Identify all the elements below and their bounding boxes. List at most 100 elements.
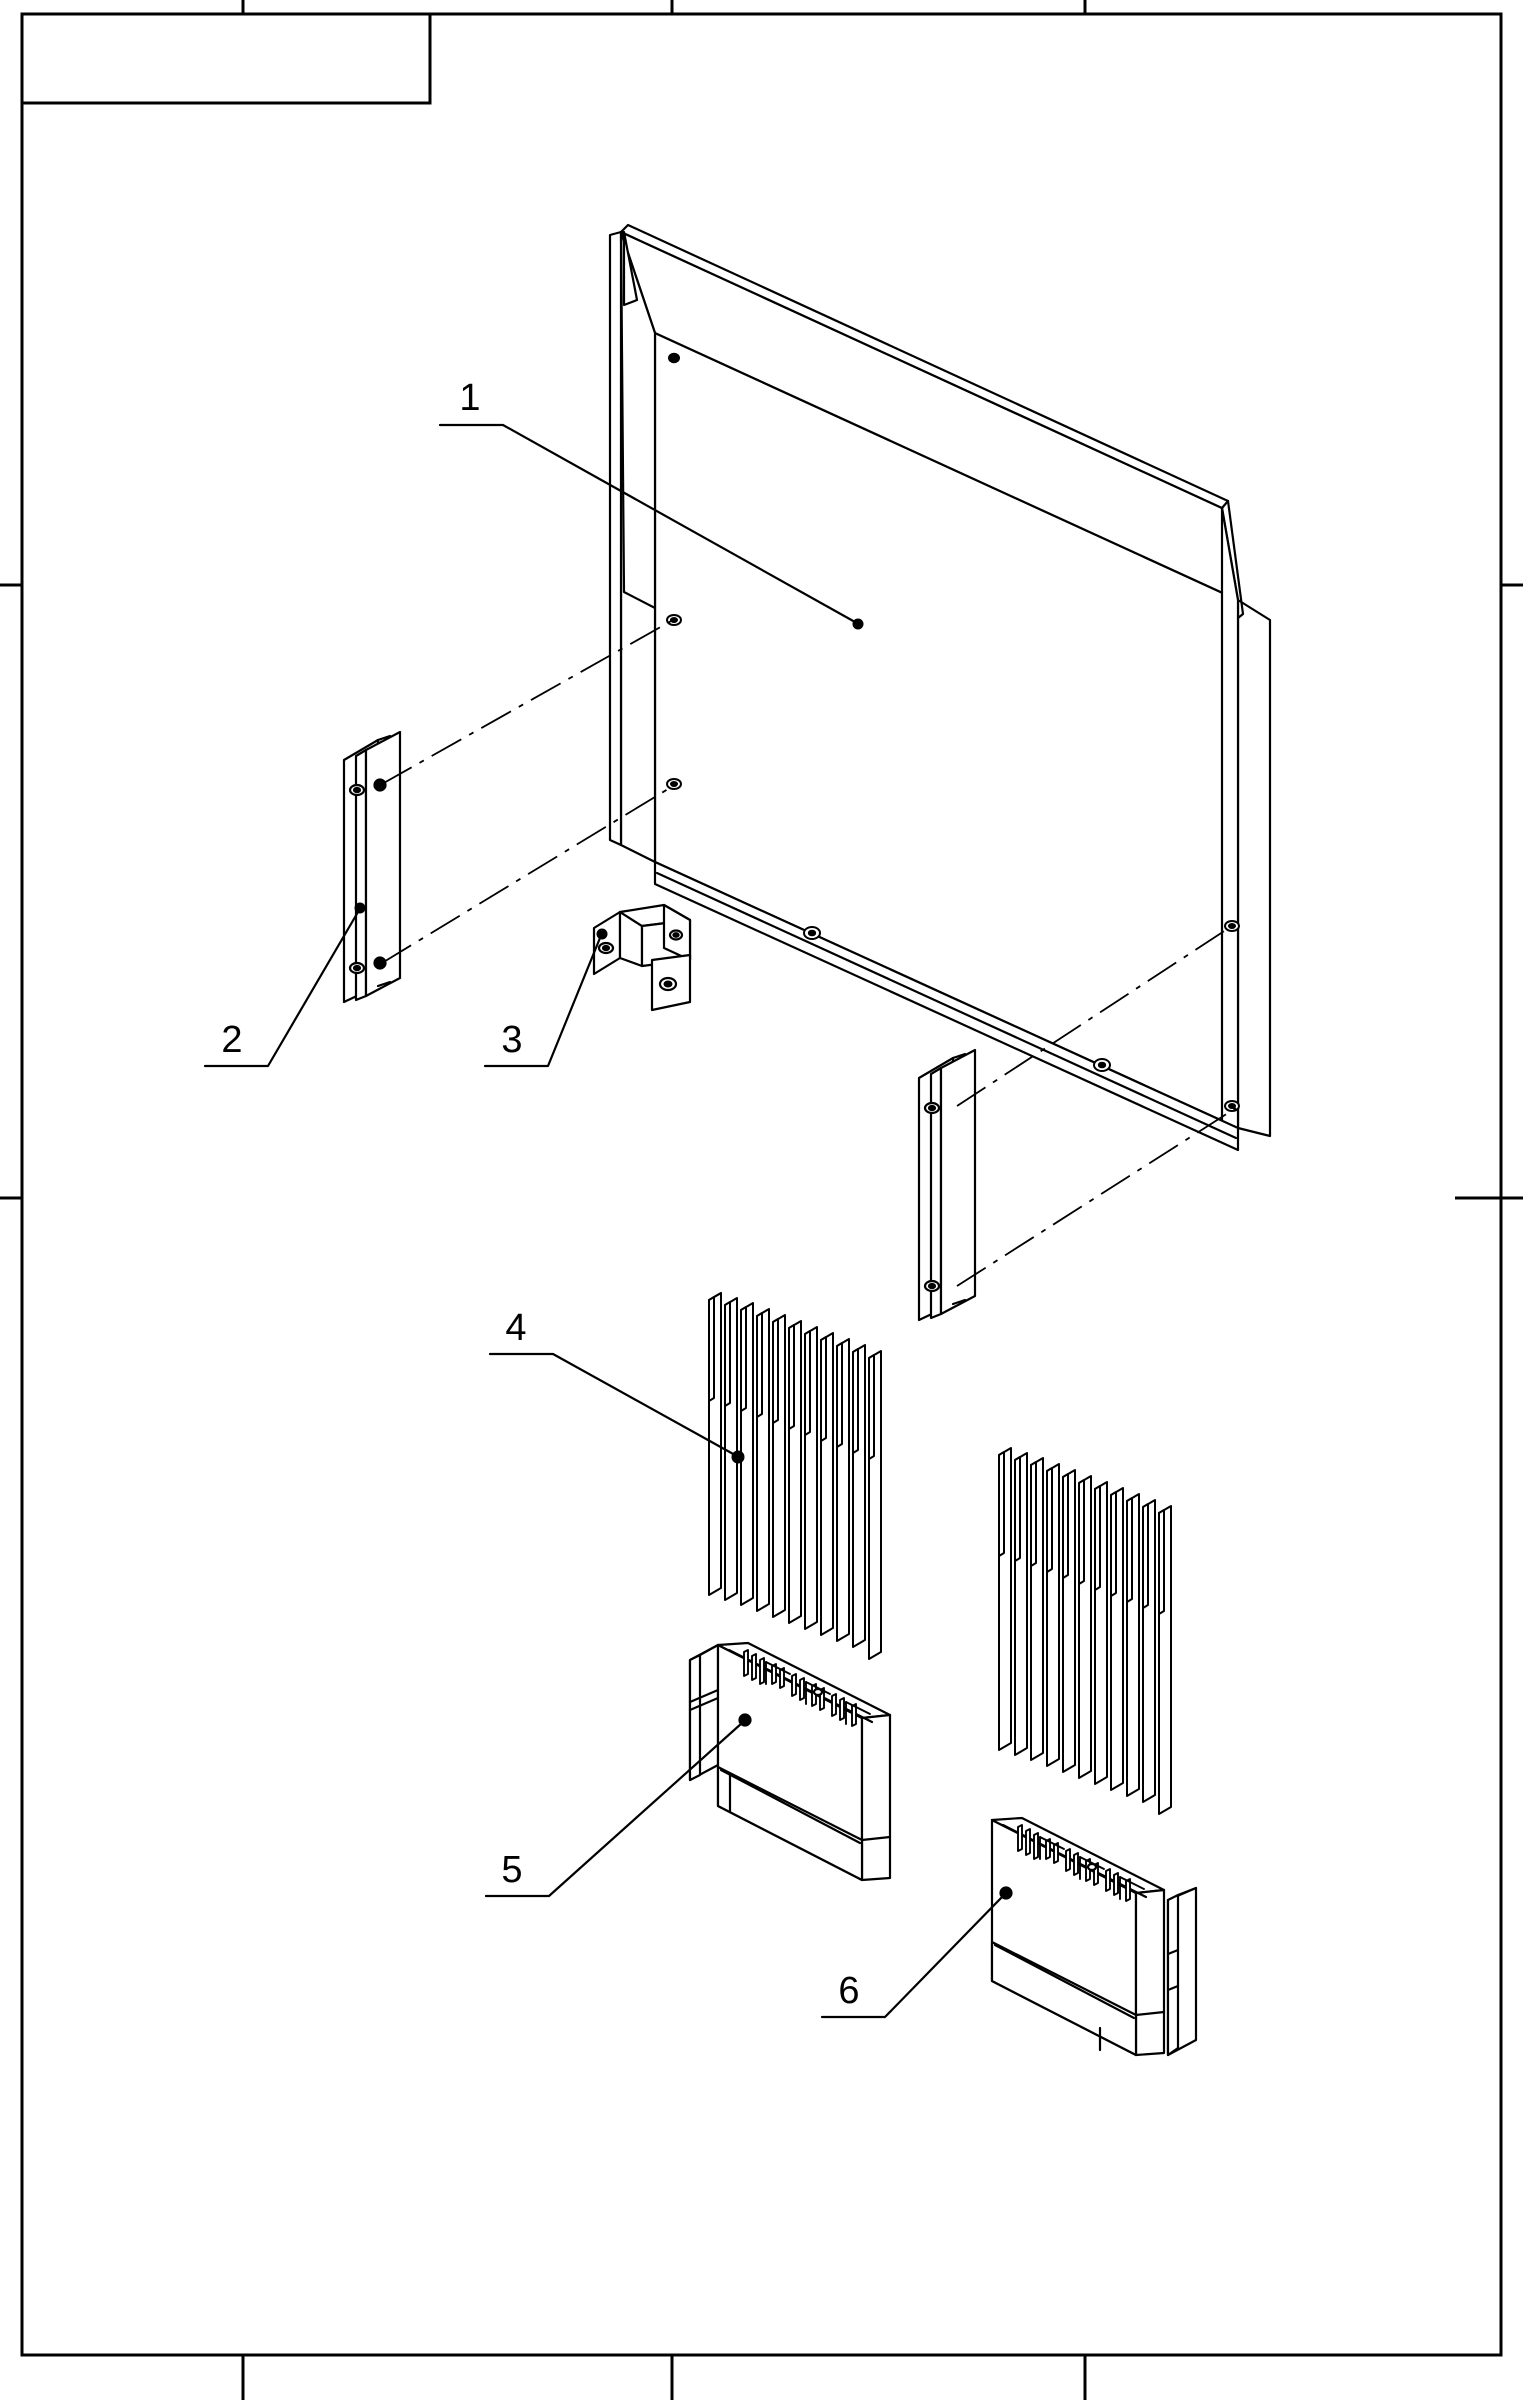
part-angle-bracket-right: [917, 1048, 977, 1322]
divider-r-3: [1119, 1876, 1145, 1890]
fin-l-4-edge: [756, 1312, 763, 1418]
balloon-number-1: 1: [459, 377, 480, 419]
part-fin-stack-right: [998, 1447, 1172, 1815]
centerline-bracket-right-lower: [956, 1107, 1237, 1287]
tab-l-1: [743, 1649, 749, 1677]
housing-left-endcap-slot-2: [688, 1696, 720, 1712]
leader-line-3: [483, 936, 602, 1068]
housing-right-endcap-edge: [1166, 1893, 1180, 2057]
tab-l-10: [831, 1693, 837, 1717]
bracket-right-top-edge: [951, 1052, 967, 1060]
panel-right-fold-line: [1226, 499, 1245, 620]
fin-r-9-edge: [1126, 1497, 1133, 1603]
fin-l-5-edge: [772, 1318, 779, 1424]
housing-right-small-hole: [1086, 1862, 1098, 1872]
housing-right-comb-tabs: [1017, 1824, 1145, 1902]
panel-right-flange-inner: [1220, 506, 1240, 1130]
panel-right-flange: [1236, 598, 1272, 1138]
tab-l-11: [839, 1697, 845, 1721]
tab-r-12: [1125, 1878, 1131, 1902]
housing-right-skirt-right: [1134, 2010, 1166, 2017]
z-bracket-right-hole-bore: [672, 932, 680, 938]
z-bracket-left-tab-hole-bore: [601, 944, 611, 952]
panel-left-flange-edge: [608, 230, 623, 847]
balloon-numbers: 1 2 3 4 5 6: [221, 377, 859, 2012]
fin-l-1-edge: [708, 1296, 715, 1402]
fin-l-1-top: [713, 1292, 722, 1298]
divider-l-3: [845, 1701, 871, 1715]
balloon-number-3: 3: [501, 1019, 522, 1061]
sheet-frame: [20, 12, 1503, 2357]
balloon-number-6: 6: [838, 1970, 859, 2012]
housing-right-skirt-crease: [993, 1943, 1136, 2020]
tab-l-2: [751, 1653, 757, 1681]
fin-r-11-edge: [1158, 1509, 1165, 1615]
fin-r-7-edge: [1094, 1485, 1101, 1591]
tab-l-4: [771, 1663, 777, 1685]
tab-r-5: [1053, 1842, 1059, 1864]
bracket-left-hole-bottom-bore: [352, 964, 362, 972]
bracket-left-joint-bottom: [373, 956, 387, 970]
tab-r-7: [1073, 1852, 1079, 1876]
tab-r-3: [1033, 1832, 1039, 1860]
panel-hole-right-lower-bore: [1228, 1103, 1236, 1109]
tab-r-2: [1025, 1828, 1031, 1856]
housing-left-skirt-crease: [719, 1768, 862, 1845]
fin-l-8-edge: [820, 1336, 827, 1442]
title-block-outline: [22, 14, 432, 105]
z-bracket-right-tab-hole-bore: [663, 980, 673, 988]
fin-l-6-edge: [788, 1324, 795, 1430]
fin-r-10-edge: [1142, 1503, 1149, 1609]
housing-left-right-face: [860, 1713, 892, 1882]
fin-r-5-edge: [1062, 1473, 1069, 1579]
bracket-right-hole-bottom-bore: [927, 1282, 937, 1290]
panel-left-corner-notch: [622, 230, 639, 307]
housing-right-skirt: [990, 1940, 1138, 2057]
balloon-number-4: 4: [505, 1307, 526, 1349]
part-main-panel: [608, 223, 1272, 1152]
fin-r-4-edge: [1046, 1467, 1053, 1573]
balloon-dot-1: [852, 618, 864, 630]
tab-l-5: [779, 1667, 785, 1689]
leader-line-5: [484, 1721, 744, 1898]
fin-r-1-edge: [998, 1451, 1005, 1557]
housing-left-small-hole: [812, 1687, 824, 1697]
part-housing-box-right: [990, 1816, 1198, 2057]
fin-l-3-edge: [740, 1306, 747, 1412]
fin-l-11-edge: [868, 1354, 875, 1460]
balloon-leaders: [203, 423, 1005, 2019]
housing-right-endcap-top: [1176, 1886, 1198, 1897]
leader-line-2: [203, 910, 360, 1068]
bracket-left-hole-top-bore: [352, 786, 362, 794]
bracket-right-web-b: [939, 1048, 977, 1316]
tab-r-4: [1045, 1838, 1051, 1860]
tab-l-6: [791, 1673, 797, 1697]
panel-hole-bottom-1-bore: [807, 929, 817, 937]
centerline-bracket-right-upper: [956, 925, 1233, 1107]
panel-mounting-holes-bottom: [803, 926, 1111, 1072]
housing-right-endcap-slot-2: [1166, 1984, 1180, 1992]
tab-l-12: [851, 1703, 857, 1727]
tab-l-7: [799, 1677, 805, 1701]
panel-hole-lower-left-bore: [670, 781, 678, 787]
bracket-left-web-b: [364, 730, 402, 998]
panel-mounting-holes-left: [666, 352, 682, 790]
panel-left-flange: [619, 230, 657, 864]
fin-stack-left-leader-dot: [731, 1450, 745, 1464]
part-z-bracket: [592, 903, 692, 1012]
fin-r-2-edge: [1014, 1456, 1021, 1562]
fin-l-9-edge: [836, 1342, 843, 1448]
assembly-centerlines: [381, 619, 1237, 1287]
fin-r-3-edge: [1030, 1461, 1037, 1567]
panel-hole-mid-left-bore: [670, 617, 678, 623]
housing-left-endcap-top: [698, 1643, 720, 1657]
balloon-number-5: 5: [501, 1849, 522, 1891]
leader-line-6: [820, 1894, 1005, 2019]
bracket-right-bottom-edge: [951, 1298, 967, 1306]
outer-border: [20, 12, 1503, 2357]
housing-left-skirt-right: [860, 1835, 892, 1842]
panel-left-fold-line: [619, 230, 657, 610]
fin-r-6-edge: [1078, 1479, 1085, 1585]
